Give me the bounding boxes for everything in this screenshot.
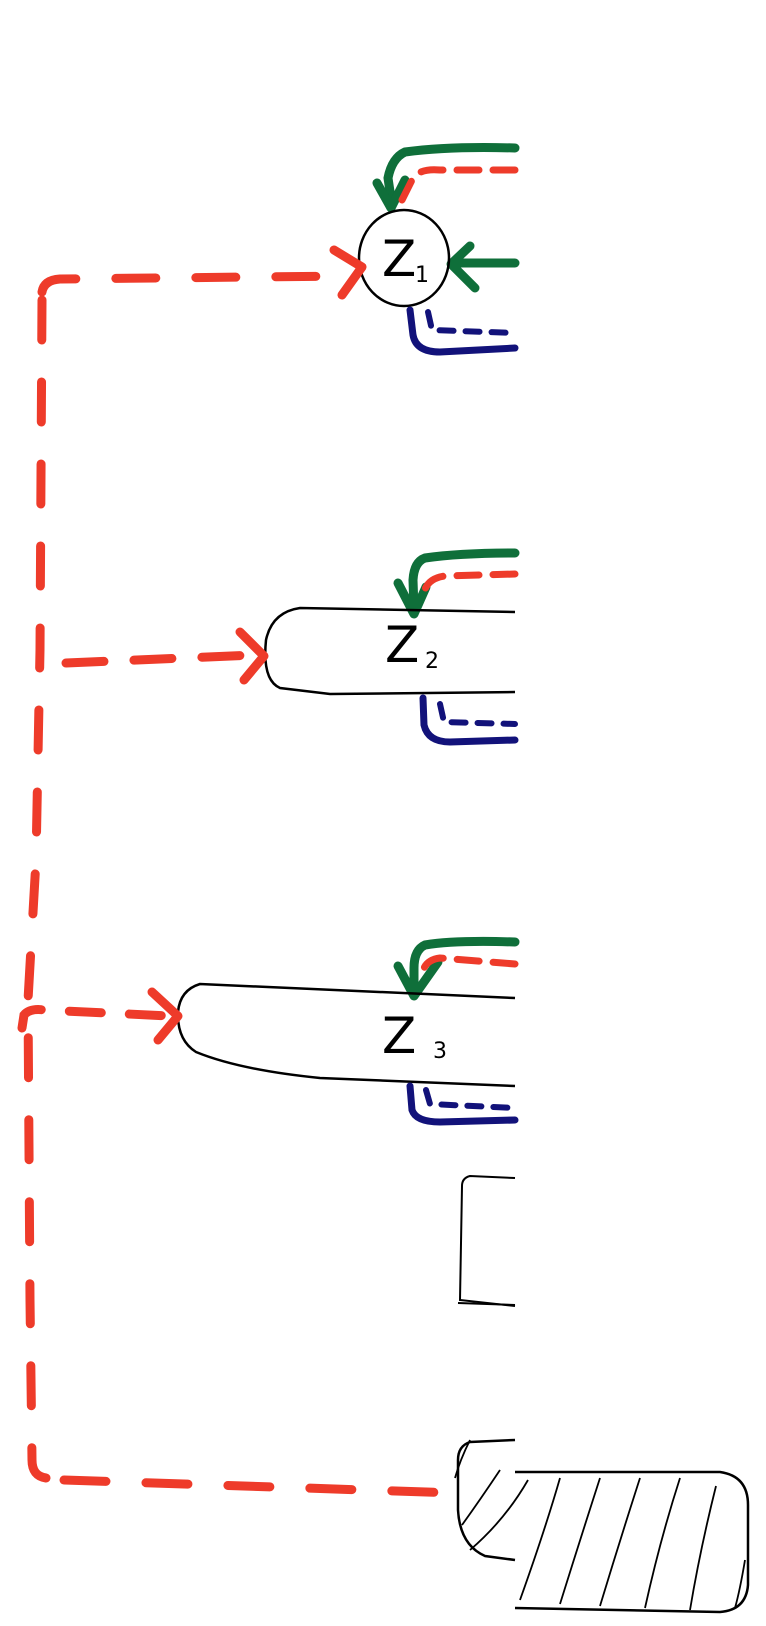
z1-blue-dashed-inner <box>425 309 518 336</box>
z3-subscript: 3 <box>433 1039 447 1064</box>
z1-blue-outer <box>406 306 519 356</box>
z2-subscript: 2 <box>425 649 439 674</box>
z1-label: Z <box>382 230 416 288</box>
node-z3: Z 3 <box>176 936 520 1126</box>
hatch-lines <box>454 1439 746 1611</box>
z2-green-top-arrowhead <box>393 578 431 619</box>
z1-circle <box>357 208 451 308</box>
z3-blue-dashed-inner <box>423 1087 518 1111</box>
feed-to-z1 <box>37 271 355 297</box>
z2-blue-outer <box>419 694 519 746</box>
node-z2: Z 2 <box>264 548 520 746</box>
hatched-box-right-part <box>514 1470 750 1614</box>
z3-blue-outer <box>406 1082 519 1126</box>
z3-label: Z <box>382 1007 416 1065</box>
z1-green-top-loop <box>383 143 520 210</box>
z3-green-top-loop <box>409 936 520 995</box>
z1-green-top-arrowhead <box>372 175 410 213</box>
feed-to-z1-arrowhead <box>329 245 367 300</box>
z2-green-top-loop <box>408 548 520 615</box>
feed-to-hatched-box <box>59 1475 460 1498</box>
z2-red-dashed-top <box>420 570 519 596</box>
red-dashed-feed <box>17 245 460 1498</box>
feed-to-z2-arrowhead <box>235 627 269 685</box>
hatched-box-left-part <box>456 1438 516 1562</box>
feed-vertical-spine <box>23 295 51 1483</box>
z3-red-dashed-top <box>418 954 519 979</box>
z1-green-right-arrowhead <box>446 241 480 293</box>
feed-to-z3 <box>17 1005 175 1033</box>
z3-box <box>176 982 516 1088</box>
z2-box <box>264 606 516 696</box>
empty-box-bottom-edge <box>457 1302 516 1306</box>
hatched-target-box <box>454 1438 750 1614</box>
z2-label: Z <box>385 616 419 674</box>
node-z1: Z 1 <box>357 143 520 356</box>
feed-to-z3-arrowhead <box>147 987 183 1045</box>
feed-to-z2 <box>61 650 260 668</box>
empty-box <box>458 1174 516 1307</box>
z1-subscript: 1 <box>415 263 429 288</box>
z2-blue-dashed-inner <box>437 701 518 727</box>
z3-green-top-arrowhead <box>393 957 443 1001</box>
z1-red-dashed-top <box>398 166 519 204</box>
